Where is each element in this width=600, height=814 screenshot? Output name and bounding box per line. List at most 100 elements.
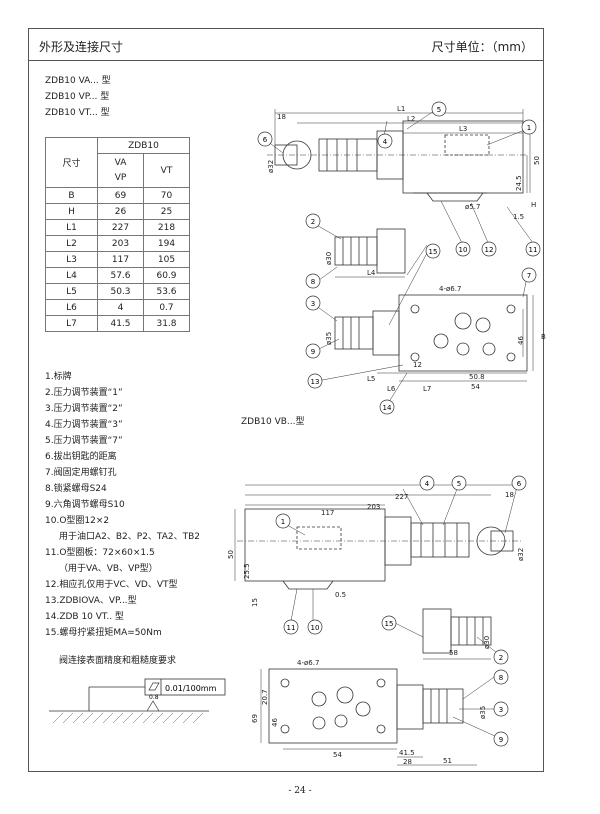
legend-item: 12.相应孔仅用于VC、VD、VT型 — [45, 580, 178, 590]
legend-item: 13.ZDBIOVA、VP...型 — [45, 596, 137, 606]
dim-label: 15 — [251, 598, 259, 607]
callout-label: 12 — [485, 246, 494, 254]
legend-item: 8.锁紧螺母S24 — [45, 484, 107, 494]
drawing-vb: 1 4 5 6 11 10 15 2 8 3 9 227 203 117 18 … — [227, 475, 527, 766]
dim-label: 18 — [277, 113, 286, 121]
dim-label: L1 — [397, 105, 405, 113]
row-name: L5 — [45, 283, 98, 300]
col-va: VA — [114, 157, 127, 168]
legend-item: 9.六角调节螺母S10 — [45, 500, 125, 510]
dim-label: 51 — [443, 757, 452, 765]
dim-label: 117 — [321, 509, 334, 517]
dim-label: 0.5 — [335, 591, 346, 599]
row-vt: 31.8 — [143, 315, 190, 332]
dim-label: ø35 — [479, 706, 487, 719]
callout-label: 15 — [385, 620, 394, 628]
callout-label: 11 — [529, 246, 538, 254]
dim-label: ø32 — [517, 548, 525, 561]
model-item: ZDB10 VA... 型 — [45, 76, 111, 86]
model-item: ZDB10 VT... 型 — [45, 108, 110, 118]
dim-label: B — [541, 333, 546, 341]
table-col-vt: VT — [143, 153, 190, 188]
row-name: L7 — [45, 315, 98, 332]
dim-label: L5 — [367, 375, 375, 383]
dim-label: ø30 — [325, 252, 333, 265]
row-va: 50.3 — [97, 283, 144, 300]
callout-label: 8 — [499, 674, 503, 682]
dim-label: ø5.7 — [465, 203, 480, 211]
callout-label: 14 — [383, 404, 392, 412]
unit-label: 尺寸单位：（mm） — [431, 40, 533, 54]
legend-item: 6.拔出钥匙的距离 — [45, 452, 117, 462]
row-va: 117 — [97, 251, 144, 268]
row-va: 227 — [97, 219, 144, 236]
row-name: L6 — [45, 299, 98, 316]
row-vt: 194 — [143, 235, 190, 252]
callout-label: 13 — [311, 378, 320, 386]
callout-label: 6 — [263, 136, 268, 144]
row-name: L2 — [45, 235, 98, 252]
dim-label: ø35 — [325, 332, 333, 345]
legend-item: 11.O型圈板：72×60×1.5 — [45, 548, 155, 558]
dim-label: 41.5 — [399, 749, 415, 757]
row-va: 57.6 — [97, 267, 144, 284]
legend-item: 10.O型圈12×2 — [45, 516, 110, 526]
vb-caption: ZDB10 VB...型 — [241, 417, 305, 427]
model-item: ZDB10 VP... 型 — [45, 92, 110, 102]
dim-label: 50.8 — [469, 373, 485, 381]
flatness-value: 0.01/100mm — [165, 684, 217, 693]
dim-label: 1.5 — [513, 213, 524, 221]
row-va: 4 — [97, 299, 144, 316]
parts-legend: 1.标牌 2.压力调节装置“1” 3.压力调节装置“2” 4.压力调节装置“3”… — [45, 369, 200, 641]
callout-label: 10 — [459, 246, 468, 254]
row-name: L1 — [45, 219, 98, 236]
callout-label: 1 — [281, 518, 285, 526]
dim-label: 46 — [517, 336, 525, 345]
dim-label: 46 — [271, 718, 279, 727]
legend-item: 5.压力调节装置“7” — [45, 436, 123, 446]
dim-label: 54 — [471, 383, 480, 391]
dim-label: 58 — [449, 649, 458, 657]
section-title: 外形及连接尺寸 — [39, 40, 124, 54]
row-name: B — [45, 187, 98, 204]
row-va: 69 — [97, 187, 144, 204]
dim-label: 4-ø6.7 — [297, 659, 319, 667]
row-va: 41.5 — [97, 315, 144, 332]
callout-label: 9 — [311, 348, 315, 356]
dim-label: 203 — [367, 503, 380, 511]
legend-item: 3.压力调节装置“2” — [45, 404, 123, 414]
dim-label: L3 — [459, 125, 467, 133]
page-header: 外形及连接尺寸 尺寸单位：（mm） — [29, 29, 543, 61]
dim-label: 20.7 — [261, 689, 269, 705]
callout-label: 7 — [527, 272, 531, 280]
legend-item: 15.螺母拧紧扭矩MA=50Nm — [45, 628, 162, 638]
legend-item: 14.ZDB 10 VT.. 型 — [45, 612, 124, 622]
dim-label: 227 — [395, 493, 408, 501]
roughness-symbol: 0.01/100mm 0.8 — [49, 678, 226, 724]
page-frame: 外形及连接尺寸 尺寸单位：（mm） ZDB10 VA... 型 ZDB10 VP… — [28, 28, 546, 772]
legend-item: （用于VA、VB、VP型） — [59, 564, 158, 574]
dim-label: L7 — [423, 385, 431, 393]
dim-label: 69 — [251, 714, 259, 723]
dim-label: 54 — [333, 751, 342, 759]
callout-label: 4 — [383, 138, 388, 146]
row-vt: 0.7 — [143, 299, 190, 316]
dim-label: 4-ø6.7 — [439, 285, 461, 293]
callout-label: 15 — [429, 248, 438, 256]
model-list: ZDB10 VA... 型 ZDB10 VP... 型 ZDB10 VT... … — [45, 73, 111, 121]
dim-label: 50 — [533, 156, 541, 165]
callout-label: 6 — [517, 480, 522, 488]
legend-item: 1.标牌 — [45, 372, 72, 382]
ra-value: 0.8 — [149, 694, 159, 701]
row-vt: 105 — [143, 251, 190, 268]
callout-label: 4 — [425, 480, 430, 488]
roughness-title: 阀连接表面精度和粗糙度要求 — [59, 656, 177, 666]
callout-label: 5 — [457, 480, 461, 488]
dim-label: 24.5 — [515, 175, 523, 191]
row-name: H — [45, 203, 98, 220]
